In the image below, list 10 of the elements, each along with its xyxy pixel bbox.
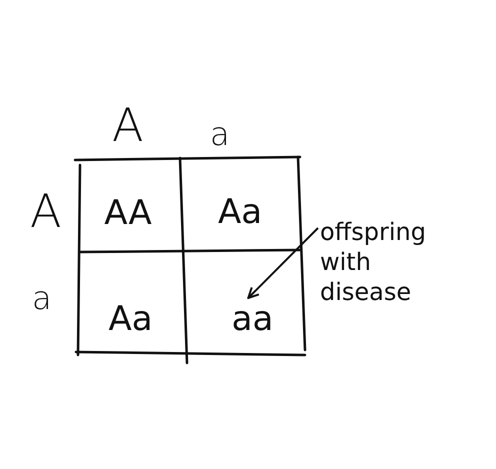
genotype-text: Aa bbox=[88, 296, 173, 341]
row-allele-label: A bbox=[30, 188, 62, 234]
genotype-text: AA bbox=[88, 190, 168, 235]
row-allele-label: a bbox=[32, 282, 52, 314]
leader-arrow bbox=[247, 227, 319, 299]
annotation-text: offspring with disease bbox=[320, 212, 445, 312]
genotype-text: aa bbox=[210, 298, 295, 340]
column-allele-label: a bbox=[210, 118, 230, 150]
column-allele-label: A bbox=[112, 102, 144, 148]
genotype-text: Aa bbox=[195, 188, 285, 236]
